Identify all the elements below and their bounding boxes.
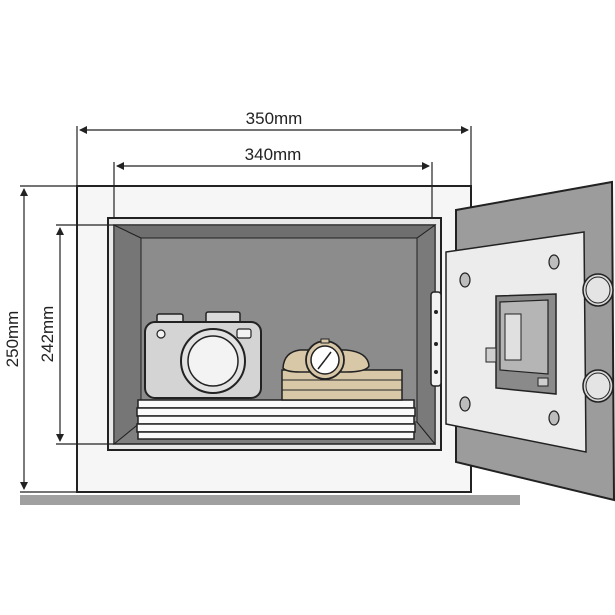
paper-stack [136, 399, 416, 440]
safe-door [430, 180, 615, 502]
door-bolt-upper [582, 273, 614, 307]
lock-panel-icon [485, 293, 557, 395]
floor-shadow [20, 495, 520, 505]
inner-height-label: 242mm [38, 306, 57, 363]
wristwatch-icon [282, 338, 370, 380]
outer-height-label: 250mm [3, 311, 22, 368]
camera-icon [144, 311, 262, 399]
door-bolt-lower [582, 369, 614, 403]
door-screws [459, 254, 560, 426]
wooden-box [281, 369, 403, 401]
inner-width-label: 340mm [245, 145, 302, 164]
dimension-lines [20, 126, 472, 493]
outer-width-label: 350mm [246, 109, 303, 128]
